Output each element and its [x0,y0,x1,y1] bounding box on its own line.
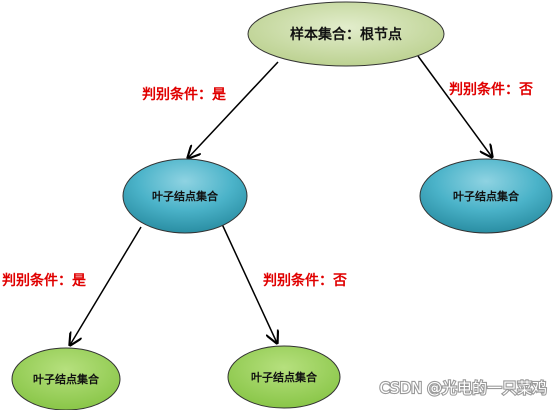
right-mid-node: 叶子结点集合 [419,158,553,234]
root-node: 样本集合：根节点 [247,1,445,67]
root-node-label: 样本集合：根节点 [290,26,402,43]
left-mid-node-label: 叶子结点集合 [152,189,219,203]
edge-root-to-right-mid [417,55,492,157]
edge-left-mid-to-leaf-left [70,226,142,345]
condition-label-mid-left: 判别条件：是 [2,272,87,289]
condition-label-mid-right: 判别条件：否 [263,272,347,289]
leaf-right-node: 叶子结点集合 [227,345,341,409]
condition-label-root-left: 判别条件：是 [142,86,227,103]
csdn-watermark: CSDN @光电的一只菜鸡 [379,379,547,397]
leaf-left-node-label: 叶子结点集合 [33,372,100,386]
right-mid-node-label: 叶子结点集合 [453,189,520,203]
leaf-right-node-label: 叶子结点集合 [251,370,318,384]
condition-label-root-right: 判别条件：否 [449,81,533,98]
edge-left-mid-to-leaf-right [221,223,277,343]
leaf-left-node: 叶子结点集合 [11,347,121,410]
left-mid-node: 叶子结点集合 [122,158,248,234]
edge-root-to-left-mid [188,61,279,158]
